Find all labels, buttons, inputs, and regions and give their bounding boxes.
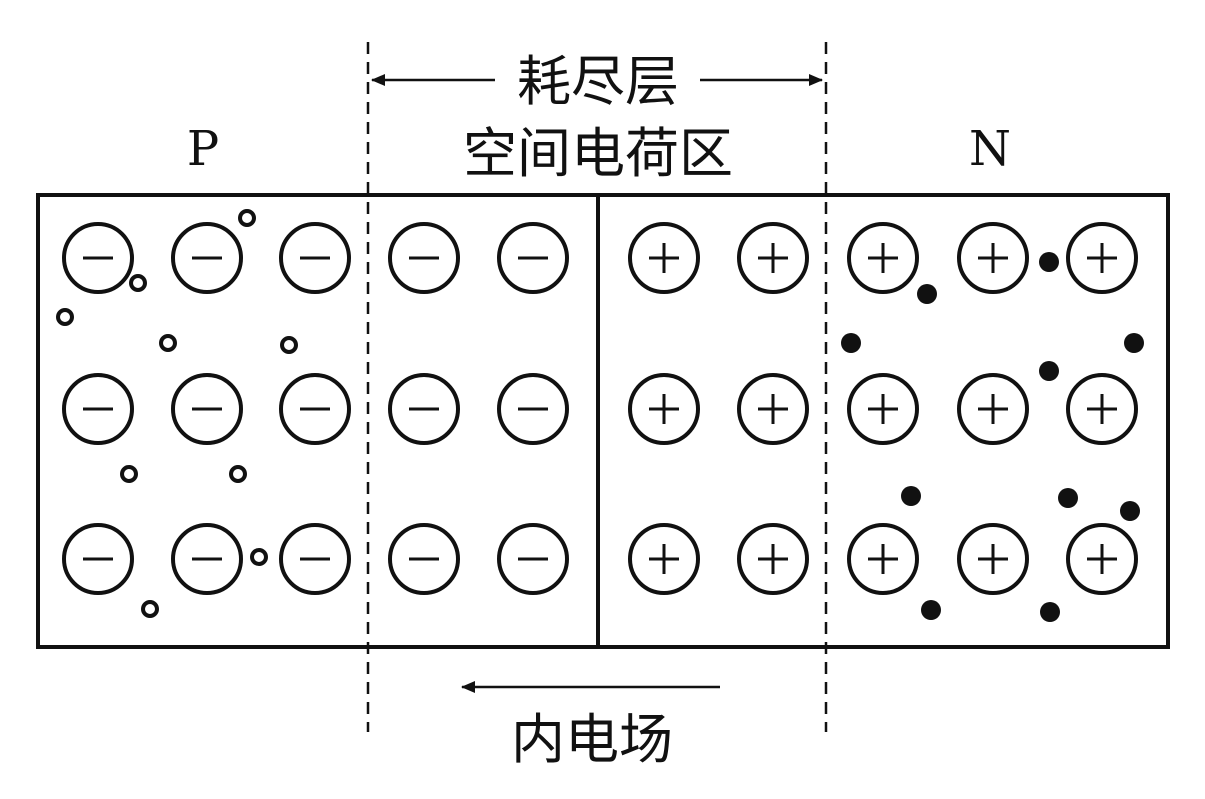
positive-ion — [847, 222, 919, 294]
ion-circle — [388, 222, 460, 294]
negative-ion — [388, 523, 460, 595]
semiconductor-block — [36, 193, 1170, 649]
carriers — [56, 209, 1144, 622]
positive-ion — [628, 222, 700, 294]
negative-ion — [62, 373, 134, 445]
ion-circle — [1066, 222, 1138, 294]
electron — [1120, 501, 1140, 521]
electron — [1039, 252, 1059, 272]
positive-ion — [737, 373, 809, 445]
ion-circle — [497, 222, 569, 294]
ion-grid — [62, 222, 1138, 595]
internal-field-label: 内电场 — [511, 708, 673, 771]
hole — [129, 274, 147, 292]
negative-ion — [497, 373, 569, 445]
ion-circle — [171, 373, 243, 445]
electron — [901, 486, 921, 506]
ion-circle — [737, 222, 809, 294]
negative-ion — [279, 373, 351, 445]
ion-circle — [957, 222, 1029, 294]
ion-circle — [497, 523, 569, 595]
ion-circle — [737, 373, 809, 445]
negative-ion — [388, 222, 460, 294]
ion-circle — [279, 222, 351, 294]
positive-ion — [628, 523, 700, 595]
hole — [238, 209, 256, 227]
positive-ion — [847, 373, 919, 445]
negative-ion — [171, 373, 243, 445]
negative-ion — [388, 373, 460, 445]
ion-circle — [847, 222, 919, 294]
ion-circle — [388, 373, 460, 445]
depletion-layer-label: 耗尽层 — [517, 50, 679, 113]
hole — [120, 465, 138, 483]
hole — [229, 465, 247, 483]
positive-ion — [1066, 373, 1138, 445]
negative-ion — [497, 523, 569, 595]
ion-circle — [1066, 373, 1138, 445]
ion-circle — [497, 373, 569, 445]
ion-circle — [737, 523, 809, 595]
ion-circle — [62, 222, 134, 294]
electron — [1039, 361, 1059, 381]
ion-circle — [847, 373, 919, 445]
ion-circle — [279, 373, 351, 445]
positive-ion — [1066, 222, 1138, 294]
ion-circle — [62, 523, 134, 595]
ion-circle — [628, 523, 700, 595]
electron — [1058, 488, 1078, 508]
positive-ion — [737, 523, 809, 595]
hole — [159, 334, 177, 352]
p-region-label: P — [187, 121, 219, 177]
ion-circle — [957, 523, 1029, 595]
negative-ion — [62, 222, 134, 294]
negative-ion — [279, 523, 351, 595]
n-region-label: N — [969, 121, 1011, 177]
negative-ion — [62, 523, 134, 595]
ion-circle — [62, 373, 134, 445]
positive-ion — [1066, 523, 1138, 595]
ion-circle — [628, 222, 700, 294]
hole — [250, 548, 268, 566]
hole — [141, 600, 159, 618]
electron — [841, 333, 861, 353]
positive-ion — [737, 222, 809, 294]
positive-ion — [957, 222, 1029, 294]
electron — [1040, 602, 1060, 622]
ion-circle — [388, 523, 460, 595]
ion-circle — [279, 523, 351, 595]
hole — [56, 308, 74, 326]
ion-circle — [628, 373, 700, 445]
hole — [280, 336, 298, 354]
ion-circle — [847, 523, 919, 595]
ion-circle — [957, 373, 1029, 445]
positive-ion — [957, 373, 1029, 445]
negative-ion — [497, 222, 569, 294]
negative-ion — [171, 222, 243, 294]
electron — [917, 284, 937, 304]
electron — [921, 600, 941, 620]
ion-circle — [171, 523, 243, 595]
ion-circle — [1066, 523, 1138, 595]
electron — [1124, 333, 1144, 353]
positive-ion — [957, 523, 1029, 595]
ion-circle — [171, 222, 243, 294]
space-charge-region-label: 空间电荷区 — [463, 122, 733, 185]
positive-ion — [628, 373, 700, 445]
negative-ion — [279, 222, 351, 294]
negative-ion — [171, 523, 243, 595]
positive-ion — [847, 523, 919, 595]
